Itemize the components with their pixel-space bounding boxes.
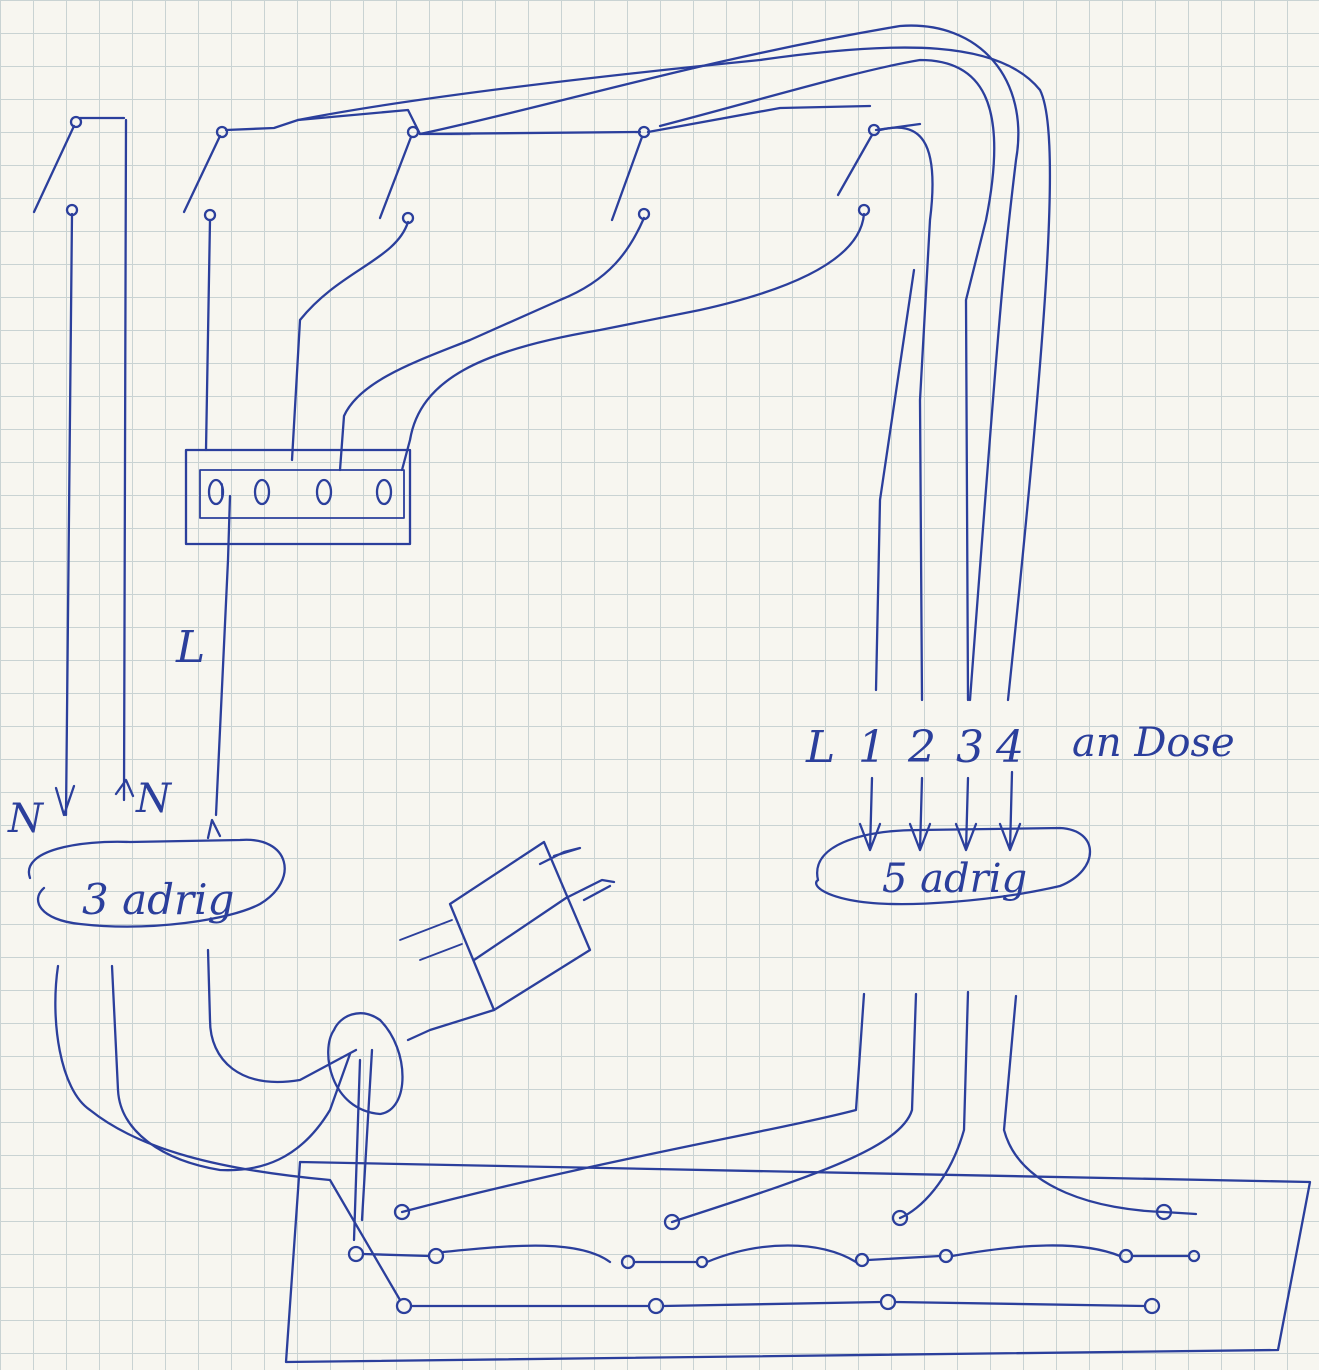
switch-5 <box>836 123 881 217</box>
junction-oval <box>327 1012 404 1116</box>
switch-3 <box>378 125 420 225</box>
terminal-block <box>184 448 412 546</box>
label-terminal-3: 3 <box>956 722 984 773</box>
label-terminal-1: 1 <box>858 722 886 773</box>
switch-2 <box>182 125 229 222</box>
outlet-row-bridge <box>347 1244 1201 1270</box>
label-terminal-4: 4 <box>995 722 1024 773</box>
wire-switch2-down <box>204 218 212 452</box>
wire-arc-2 <box>658 58 996 702</box>
label-cable-3: 3 adrig <box>82 875 234 924</box>
plug-drawing <box>399 840 616 1042</box>
wire-l-out <box>214 494 232 817</box>
outlet-box <box>284 1160 1312 1364</box>
label-terminal-l: L <box>805 722 835 773</box>
switch-1 <box>32 115 83 217</box>
cable-5-outline <box>815 826 1092 906</box>
wire-n-left <box>64 212 74 817</box>
label-cable-5: 5 adrig <box>882 856 1027 902</box>
wire-n-right <box>122 118 128 802</box>
wire-arc-3 <box>418 24 1020 702</box>
label-neutral-left: N <box>7 796 45 842</box>
label-live: L <box>175 622 205 673</box>
switch-4 <box>610 125 651 222</box>
label-terminal-2: 2 <box>907 722 936 773</box>
wire-arc-l <box>874 268 916 692</box>
label-neutral-right: N <box>135 776 173 822</box>
cable-3-outline <box>27 838 286 928</box>
label-an-dose: an Dose <box>1072 720 1235 766</box>
switch-common-link <box>224 104 922 136</box>
wire-arc-4 <box>296 46 1052 702</box>
wire-arc-1 <box>878 126 934 702</box>
